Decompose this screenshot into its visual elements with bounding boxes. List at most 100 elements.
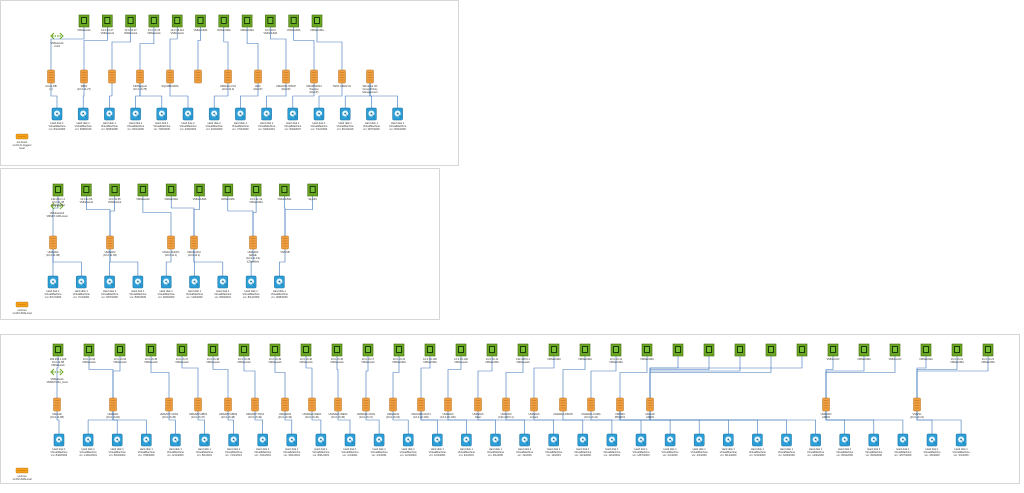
nic-icon[interactable] — [703, 343, 715, 357]
hard-disk-icon[interactable] — [257, 433, 268, 447]
host-2-vswitch-icon[interactable] — [50, 202, 64, 210]
vm-icon[interactable] — [49, 235, 57, 250]
vm-icon[interactable] — [362, 397, 370, 412]
vm-icon[interactable] — [224, 69, 232, 84]
hard-disk-icon[interactable] — [141, 433, 152, 447]
hard-disk-icon[interactable] — [955, 433, 967, 447]
nic-icon[interactable] — [765, 343, 777, 357]
hard-disk-icon[interactable] — [208, 107, 220, 121]
vm-icon[interactable] — [616, 397, 624, 412]
hard-disk-icon[interactable] — [723, 433, 734, 447]
hard-disk-icon[interactable] — [432, 433, 443, 447]
nic-icon[interactable] — [52, 183, 64, 197]
vm-icon[interactable] — [47, 69, 55, 84]
vm-icon[interactable] — [281, 397, 289, 412]
vm-icon[interactable] — [165, 397, 173, 412]
nic-icon[interactable] — [81, 183, 92, 197]
hard-disk-icon[interactable] — [810, 433, 821, 447]
nic-icon[interactable] — [265, 14, 276, 28]
vm-icon[interactable] — [109, 397, 117, 412]
vm-icon[interactable] — [587, 397, 595, 412]
host-3-vswitch-icon[interactable] — [50, 368, 64, 376]
hard-disk-icon[interactable] — [373, 433, 385, 447]
vm-icon[interactable] — [53, 397, 61, 412]
vm-icon[interactable] — [224, 397, 232, 412]
vm-icon[interactable] — [108, 69, 116, 84]
vm-icon[interactable] — [338, 69, 346, 84]
nic-icon[interactable] — [393, 343, 405, 357]
vm-icon[interactable] — [502, 397, 510, 412]
nic-icon[interactable] — [889, 343, 901, 357]
hard-disk-icon[interactable] — [839, 433, 850, 447]
nic-icon[interactable] — [610, 343, 622, 357]
nic-icon[interactable] — [672, 343, 684, 357]
host-2-esx-host-icon[interactable] — [15, 301, 29, 308]
nic-icon[interactable] — [165, 183, 177, 197]
nic-icon[interactable] — [455, 343, 467, 357]
nic-icon[interactable] — [52, 343, 64, 357]
hard-disk-icon[interactable] — [76, 275, 87, 289]
vm-icon[interactable] — [249, 235, 257, 250]
vm-icon[interactable] — [913, 397, 921, 412]
hard-disk-icon[interactable] — [82, 433, 94, 447]
nic-icon[interactable] — [300, 343, 312, 357]
nic-icon[interactable] — [78, 14, 90, 28]
hard-disk-icon[interactable] — [664, 433, 676, 447]
nic-icon[interactable] — [796, 343, 808, 357]
hard-disk-icon[interactable] — [926, 433, 938, 447]
vm-icon[interactable] — [251, 397, 259, 412]
hard-disk-icon[interactable] — [182, 107, 194, 121]
nic-icon[interactable] — [517, 343, 529, 357]
nic-icon[interactable] — [548, 343, 560, 357]
nic-icon[interactable] — [982, 343, 994, 357]
hard-disk-icon[interactable] — [51, 107, 63, 121]
vm-icon[interactable] — [559, 397, 567, 412]
hard-disk-icon[interactable] — [287, 107, 299, 121]
hard-disk-icon[interactable] — [606, 433, 618, 447]
vm-icon[interactable] — [166, 69, 174, 84]
nic-icon[interactable] — [858, 343, 870, 357]
nic-icon[interactable] — [218, 14, 230, 28]
nic-icon[interactable] — [579, 343, 591, 357]
hard-disk-icon[interactable] — [897, 433, 909, 447]
hard-disk-icon[interactable] — [104, 275, 115, 289]
nic-icon[interactable] — [641, 343, 653, 357]
nic-icon[interactable] — [207, 343, 219, 357]
hard-disk-icon[interactable] — [235, 107, 246, 121]
hard-disk-icon[interactable] — [402, 433, 414, 447]
vm-icon[interactable] — [444, 397, 452, 412]
nic-icon[interactable] — [424, 343, 436, 357]
hard-disk-icon[interactable] — [261, 107, 272, 121]
hard-disk-icon[interactable] — [170, 433, 181, 447]
hard-disk-icon[interactable] — [635, 433, 647, 447]
nic-icon[interactable] — [114, 343, 126, 357]
hard-disk-icon[interactable] — [274, 275, 285, 289]
hard-disk-icon[interactable] — [490, 433, 501, 447]
hard-disk-icon[interactable] — [286, 433, 298, 447]
hard-disk-icon[interactable] — [53, 433, 65, 447]
nic-icon[interactable] — [241, 14, 253, 28]
hard-disk-icon[interactable] — [160, 275, 172, 289]
hard-disk-icon[interactable] — [130, 107, 141, 121]
vm-icon[interactable] — [194, 69, 202, 84]
nic-icon[interactable] — [307, 183, 319, 197]
nic-icon[interactable] — [137, 183, 149, 197]
nic-icon[interactable] — [176, 343, 188, 357]
vm-icon[interactable] — [136, 69, 144, 84]
vm-icon[interactable] — [106, 235, 114, 250]
nic-icon[interactable] — [250, 183, 262, 197]
nic-icon[interactable] — [195, 14, 206, 28]
hard-disk-icon[interactable] — [315, 433, 327, 447]
vm-icon[interactable] — [80, 69, 88, 84]
hard-disk-icon[interactable] — [366, 107, 377, 121]
hard-disk-icon[interactable] — [781, 433, 792, 447]
hard-disk-icon[interactable] — [693, 433, 705, 447]
nic-icon[interactable] — [920, 343, 932, 357]
hard-disk-icon[interactable] — [111, 433, 123, 447]
nic-icon[interactable] — [238, 343, 250, 357]
vm-icon[interactable] — [530, 397, 538, 412]
vm-icon[interactable] — [389, 397, 397, 412]
vm-icon[interactable] — [167, 235, 175, 250]
host-1-vswitch-icon[interactable] — [50, 32, 64, 40]
hard-disk-icon[interactable] — [245, 275, 257, 289]
